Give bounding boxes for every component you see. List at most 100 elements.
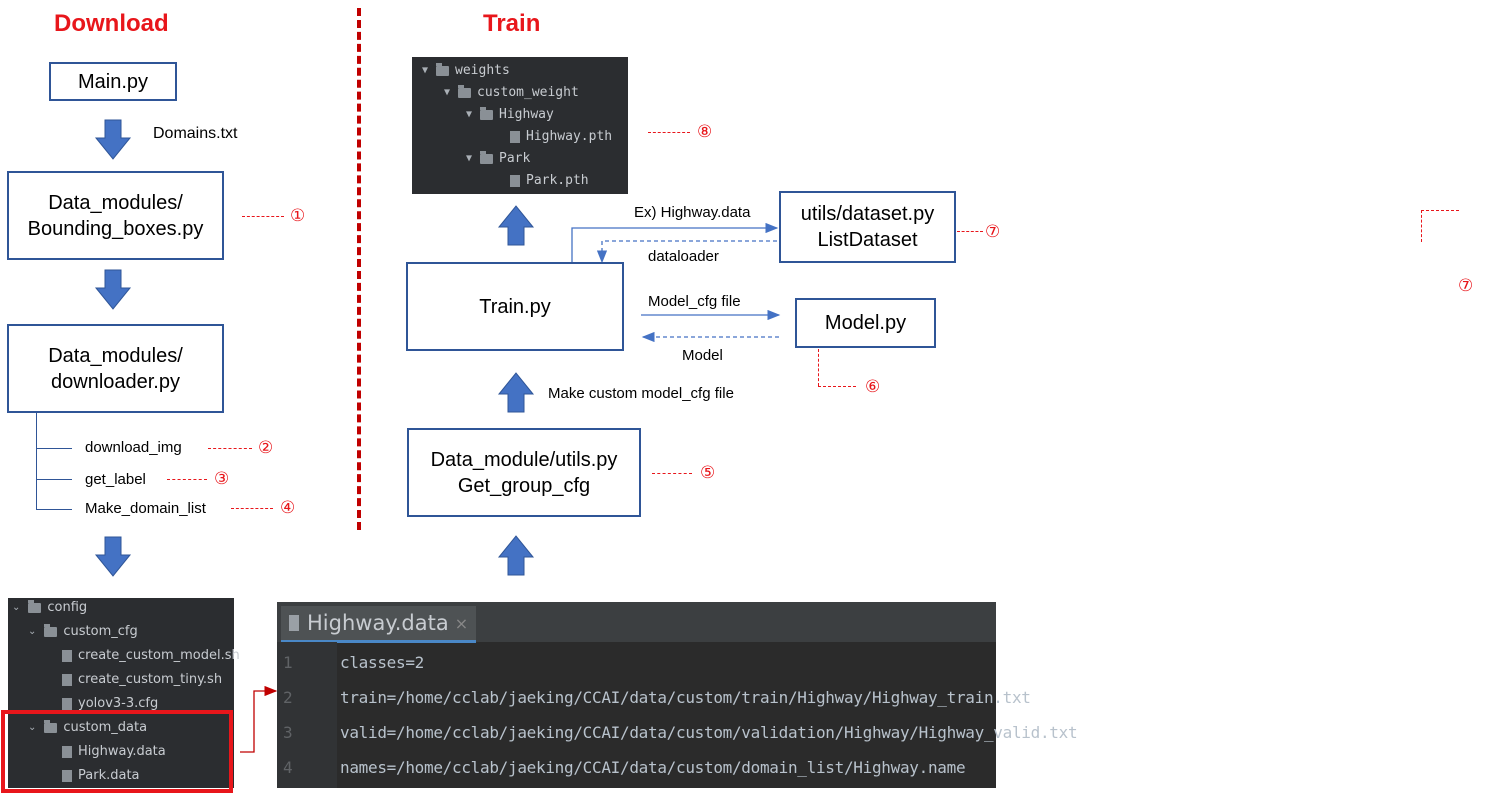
data-file-icon — [62, 769, 72, 782]
editor-tab-title: Highway.data — [307, 611, 449, 635]
tree-highway-data-label: Highway.data — [78, 744, 166, 759]
tree-custom-cfg-label: custom_cfg — [63, 624, 138, 639]
folder-icon — [44, 719, 58, 733]
shell-file-icon — [62, 673, 72, 686]
marker-5-line — [652, 473, 692, 474]
tree-custom-weight[interactable]: ▼custom_weight — [444, 84, 579, 100]
marker-3-line — [167, 479, 207, 480]
highlight-box — [1, 710, 233, 793]
tree-park[interactable]: ▼Park — [466, 150, 531, 166]
tree-branch-2 — [36, 479, 72, 480]
tree-create-custom-tiny[interactable]: create_custom_tiny.sh — [62, 672, 222, 687]
up-arrow-2 — [497, 372, 535, 413]
train-py-box: Train.py — [406, 262, 624, 351]
red-connector — [240, 685, 278, 753]
up-arrow-3 — [497, 535, 535, 576]
tree-config[interactable]: ⌄config — [12, 599, 88, 615]
close-icon[interactable]: × — [454, 613, 469, 633]
tree-park-label: Park — [499, 151, 531, 166]
dataset-line-1: utils/dataset.py — [800, 203, 935, 225]
unknown-file-icon — [510, 130, 520, 143]
tree-highway-pth[interactable]: Highway.pth — [510, 129, 612, 144]
tree-custom-data-label: custom_data — [63, 720, 148, 735]
unknown-file-icon — [510, 174, 520, 187]
dataset-box: utils/dataset.py ListDataset — [779, 191, 956, 263]
tree-highway-label: Highway — [499, 107, 554, 122]
marker-2: ② — [258, 438, 274, 457]
main-py-box: Main.py — [49, 62, 177, 101]
marker-7-extra: ⑦ — [1458, 276, 1474, 295]
tree-weights[interactable]: ▼weights — [422, 62, 510, 78]
line-number: 4 — [283, 758, 293, 777]
tree-create-custom-model-label: create_custom_model.sh — [78, 648, 240, 663]
dataloader-arrow — [596, 240, 777, 264]
utils-box: Data_module/utils.py Get_group_cfg — [407, 428, 641, 517]
tree-create-custom-tiny-label: create_custom_tiny.sh — [78, 672, 223, 687]
tree-custom-data[interactable]: ⌄custom_data — [28, 719, 148, 735]
marker-6: ⑥ — [865, 377, 881, 396]
shell-file-icon — [62, 649, 72, 662]
tree-park-data[interactable]: Park.data — [62, 768, 140, 783]
ex-highway-label: Ex) Highway.data — [634, 204, 751, 221]
code-line[interactable]: train=/home/cclab/jaeking/CCAI/data/cust… — [340, 688, 1031, 707]
stray-marker-vline — [1421, 210, 1422, 242]
fn-download-img: download_img — [85, 439, 182, 456]
tree-park-pth[interactable]: Park.pth — [510, 173, 589, 188]
down-arrow-2 — [94, 269, 132, 310]
editor-tab[interactable]: Highway.data × — [281, 606, 477, 643]
code-line[interactable]: valid=/home/cclab/jaeking/CCAI/data/cust… — [340, 723, 1078, 742]
bbox-line-2: Bounding_boxes.py — [27, 217, 204, 240]
section-divider — [357, 8, 361, 530]
main-py-label: Main.py — [77, 70, 149, 93]
up-arrow-1 — [497, 205, 535, 246]
tree-highway-data[interactable]: Highway.data — [62, 744, 166, 759]
domains-label: Domains.txt — [153, 125, 238, 142]
tree-custom-cfg[interactable]: ⌄custom_cfg — [28, 623, 138, 639]
tree-config-label: config — [47, 600, 88, 615]
marker-2-line — [208, 448, 252, 449]
folder-icon — [28, 599, 42, 613]
marker-7-line — [957, 231, 983, 232]
model-py-box: Model.py — [795, 298, 936, 348]
code-line[interactable]: classes=2 — [340, 653, 424, 672]
line-number: 2 — [283, 688, 293, 707]
marker-8: ⑧ — [697, 122, 713, 141]
dataset-line-2: ListDataset — [817, 229, 918, 251]
download-heading: Download — [54, 10, 169, 37]
tree-park-pth-label: Park.pth — [526, 173, 589, 188]
marker-7: ⑦ — [985, 222, 1001, 241]
tree-yolov3-cfg-label: yolov3-3.cfg — [78, 696, 159, 711]
model-py-label: Model.py — [824, 312, 907, 334]
line-gutter — [277, 642, 337, 788]
model-label: Model — [682, 347, 723, 364]
downloader-line-1: Data_modules/ — [48, 344, 183, 367]
utils-line-2: Get_group_cfg — [457, 474, 591, 497]
tree-highway-pth-label: Highway.pth — [526, 129, 613, 144]
utils-line-1: Data_module/utils.py — [430, 448, 618, 471]
data-file-icon — [62, 745, 72, 758]
code-line[interactable]: names=/home/cclab/jaeking/CCAI/data/cust… — [340, 758, 966, 777]
dataloader-label: dataloader — [648, 248, 719, 265]
line-number: 1 — [283, 653, 293, 672]
tree-trunk — [36, 413, 37, 509]
marker-8-line — [648, 132, 690, 133]
tree-yolov3-cfg[interactable]: yolov3-3.cfg — [62, 696, 158, 711]
tree-park-data-label: Park.data — [78, 768, 140, 783]
marker-6-line — [818, 386, 856, 387]
train-heading: Train — [483, 10, 541, 37]
marker-3: ③ — [214, 469, 230, 488]
folder-icon — [458, 84, 472, 98]
tree-highway[interactable]: ▼Highway — [466, 106, 554, 122]
file-icon — [289, 615, 299, 631]
tree-create-custom-model[interactable]: create_custom_model.sh — [62, 648, 240, 663]
marker-1: ① — [290, 206, 306, 225]
downloader-box: Data_modules/ downloader.py — [7, 324, 224, 413]
to-dataset-arrow — [571, 222, 779, 262]
down-arrow-1 — [94, 119, 132, 160]
marker-5: ⑤ — [700, 463, 716, 482]
tree-branch-3 — [36, 509, 72, 510]
train-py-label: Train.py — [479, 295, 551, 318]
bounding-boxes-box: Data_modules/ Bounding_boxes.py — [7, 171, 224, 260]
model-cfg-label: Model_cfg file — [648, 293, 741, 310]
weights-tree-panel: ▼weights ▼custom_weight ▼Highway Highway… — [412, 57, 628, 194]
